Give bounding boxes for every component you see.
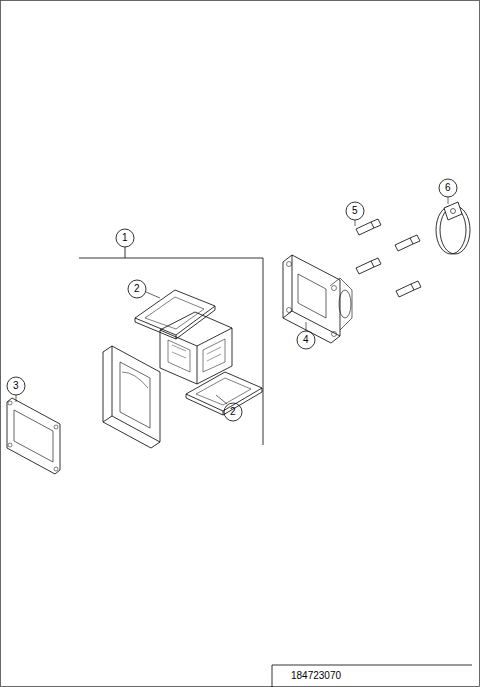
reed-frame <box>103 346 160 448</box>
callout-circle <box>346 202 364 220</box>
callout-number: 2 <box>134 283 140 295</box>
intake-flange <box>283 255 352 343</box>
gasket <box>7 398 60 474</box>
reed-petal <box>186 372 262 415</box>
callout-circle <box>116 229 134 247</box>
bolts <box>356 219 421 297</box>
callout-number: 2 <box>230 406 236 418</box>
reed-petal <box>135 290 215 339</box>
hose-clamp <box>436 202 470 254</box>
callout-circle <box>439 179 457 197</box>
callout-number: 4 <box>303 334 309 346</box>
callout-circle <box>128 280 146 298</box>
leader-lines <box>16 197 448 404</box>
callout-circle <box>7 377 25 395</box>
callout-number: 1 <box>122 232 128 244</box>
callout-number: 3 <box>13 380 19 392</box>
callout-number: 6 <box>445 182 451 194</box>
title-box <box>272 665 472 687</box>
callout-number: 5 <box>352 205 358 217</box>
reed-block <box>160 312 232 384</box>
group-bracket <box>79 247 263 445</box>
drawing-number: 184723070 <box>291 670 341 682</box>
